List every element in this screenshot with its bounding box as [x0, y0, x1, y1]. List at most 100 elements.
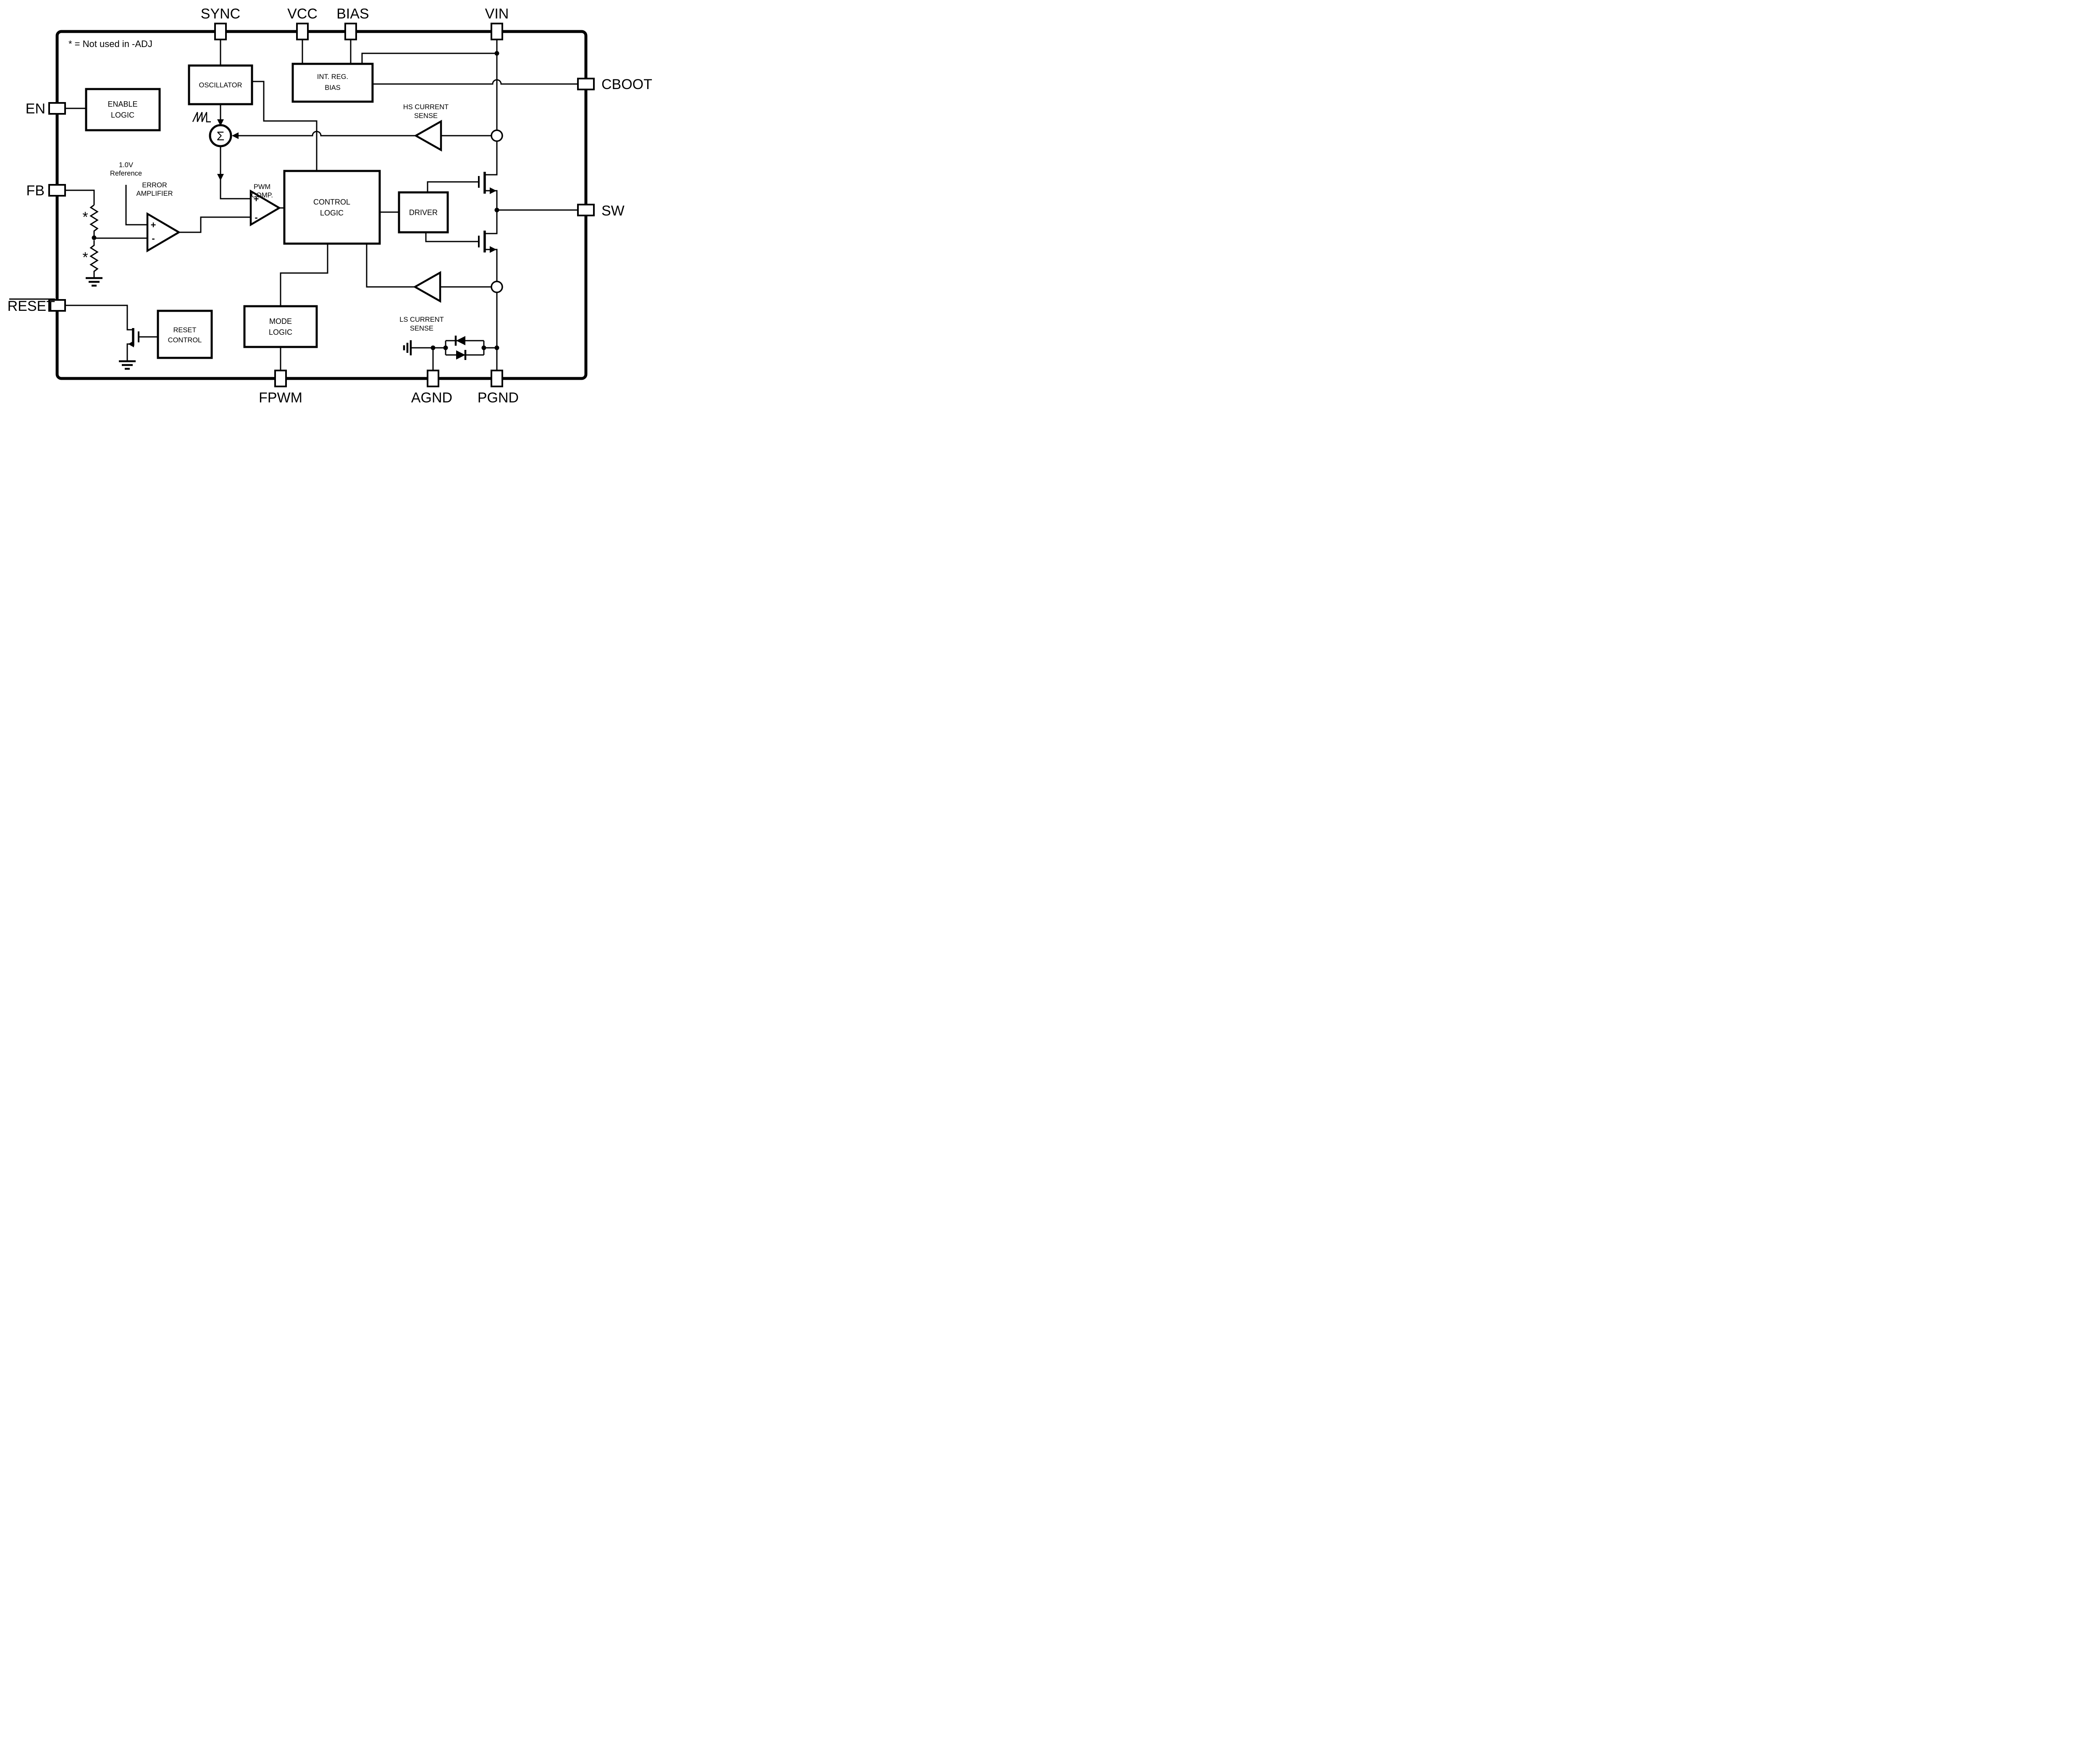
wire-driver-hsgate: [427, 181, 479, 192]
pin-pgnd: [491, 370, 503, 387]
driver-block: [398, 191, 449, 234]
pin-vcc: [296, 23, 309, 40]
reference-label: 1.0V: [119, 161, 133, 169]
pin-label-fb: FB: [26, 183, 45, 199]
hs-sense-label: HS CURRENT: [403, 103, 449, 111]
junction-vin-feedback: [494, 51, 499, 56]
mode-logic-block: [243, 305, 318, 348]
control-logic-label2: LOGIC: [320, 209, 344, 217]
sawtooth-icon: [192, 112, 211, 123]
driver-label: DRIVER: [409, 208, 438, 217]
pwm-comp-label2: COMP.: [251, 192, 273, 199]
wire-hssense-summing: [239, 131, 416, 137]
reset-control-label: RESET: [173, 326, 196, 334]
ground-icon-resetfet: [119, 360, 136, 370]
error-amp-label: ERROR: [142, 181, 167, 189]
control-logic-block: [283, 170, 381, 245]
function-blocks: ENABLE LOGIC OSCILLATOR INT. REG. BIAS C…: [85, 63, 449, 359]
hsfet-body-arrow-icon: [490, 187, 496, 194]
pwm-plus-input: +: [254, 194, 259, 204]
wire-reset-fet-drain: [65, 305, 133, 331]
resetfet-body-arrow-icon: [128, 341, 134, 347]
erramp-plus-input: +: [151, 220, 156, 230]
pin-label-reset: RESET: [8, 298, 55, 314]
mode-logic-label: MODE: [269, 317, 292, 326]
pin-fpwm: [274, 370, 287, 387]
arrow-into-summing-right: [232, 132, 239, 139]
pin-reset: [48, 299, 66, 312]
enable-logic-label2: LOGIC: [111, 111, 134, 119]
mode-logic-label2: LOGIC: [269, 328, 292, 336]
oscillator-block: [188, 64, 253, 105]
pin-vin: [491, 23, 503, 40]
low-side-mosfet-icon: [478, 231, 496, 253]
reset-opendrain-mosfet-icon: [128, 328, 139, 347]
wire-controllogic-modelogic: [280, 244, 328, 306]
wire-lsfet-source: [485, 249, 498, 281]
int-reg-bias-label2: BIAS: [325, 84, 341, 92]
wire-resetfet-source-gnd: [126, 343, 133, 360]
resistor-lower: [89, 240, 99, 277]
pin-label-sw: SW: [601, 203, 625, 219]
high-side-mosfet-icon: [478, 172, 496, 194]
ground-symbols: [86, 277, 412, 370]
wire-reference-erroramp: [125, 185, 147, 226]
pin-en: [48, 102, 66, 115]
lsfet-body-arrow-icon: [490, 246, 496, 253]
ls-sense-tap-icon: [491, 281, 503, 293]
reference-label2: Reference: [110, 170, 142, 177]
wire-erroramp-pwmcomp: [179, 216, 251, 233]
pin-sync: [214, 23, 227, 40]
diode-top-icon: [456, 336, 465, 345]
pin-bias: [344, 23, 357, 40]
block-diagram: Σ ENABLE LOGIC OSCILLATOR INT. REG. BIAS…: [0, 0, 659, 406]
pin-label-pgnd: PGND: [478, 390, 519, 406]
ls-sense-label: LS CURRENT: [399, 316, 444, 323]
pin-label-bias: BIAS: [336, 6, 369, 22]
pin-sw: [577, 204, 595, 216]
wire-driver-lsgate: [425, 232, 479, 242]
ls-sense-label2: SENSE: [410, 325, 433, 332]
junction-agnd-node: [430, 345, 436, 350]
arrow-into-summing-top: [217, 119, 224, 126]
ls-current-sense-amp-icon: [413, 271, 441, 303]
oscillator-label: OSCILLATOR: [199, 81, 242, 89]
pin-label-fpwm: FPWM: [259, 390, 302, 406]
pin-agnd: [427, 370, 439, 387]
wire-intreg-vin-feedback: [361, 53, 497, 64]
pwm-comp-label: PWM: [254, 183, 270, 191]
pin-label-en: EN: [26, 101, 45, 117]
wire-summing-pwmcomp: [220, 146, 251, 200]
pin-label-vin: VIN: [485, 6, 509, 22]
pwm-minus-input: -: [255, 212, 257, 223]
hs-sense-label2: SENSE: [414, 112, 438, 120]
pin-fb: [48, 184, 66, 197]
junction-diode-left: [443, 345, 448, 350]
wire-controllogic-lssense: [366, 244, 415, 288]
resistor-upper: [89, 204, 99, 236]
hs-current-sense-amp-icon: [414, 120, 442, 152]
enable-logic-block: [85, 88, 161, 131]
wire-intreg-cboot: [373, 79, 578, 85]
junction-diode-right: [481, 345, 486, 350]
asterisk-upper-resistor: *: [82, 209, 88, 225]
annotations: * = Not used in -ADJ 1.0V Reference ERRO…: [68, 39, 449, 332]
error-amplifier-icon: [146, 212, 181, 252]
pin-label-agnd: AGND: [411, 390, 452, 406]
int-reg-bias-label: INT. REG.: [317, 73, 348, 81]
pin-label-sync: SYNC: [201, 6, 240, 22]
asterisk-lower-resistor: *: [82, 250, 88, 265]
junction-pgnd-node: [494, 345, 499, 350]
adj-note: * = Not used in -ADJ: [68, 39, 152, 49]
agnd-pgnd-diodes: [454, 336, 467, 360]
wire-sw-lsfet-drain: [485, 210, 498, 234]
wires: [65, 39, 578, 370]
ground-icon-agnd: [403, 340, 412, 355]
pin-label-cboot: CBOOT: [601, 76, 652, 92]
junction-sw-node: [494, 208, 499, 213]
arrow-summing-to-pwm: [217, 174, 224, 181]
int-reg-bias-block: [291, 63, 374, 103]
reset-control-block: [157, 310, 213, 359]
wire-hsfet-source-sw: [485, 190, 498, 210]
wire-oscillator-controllogic: [252, 81, 318, 171]
